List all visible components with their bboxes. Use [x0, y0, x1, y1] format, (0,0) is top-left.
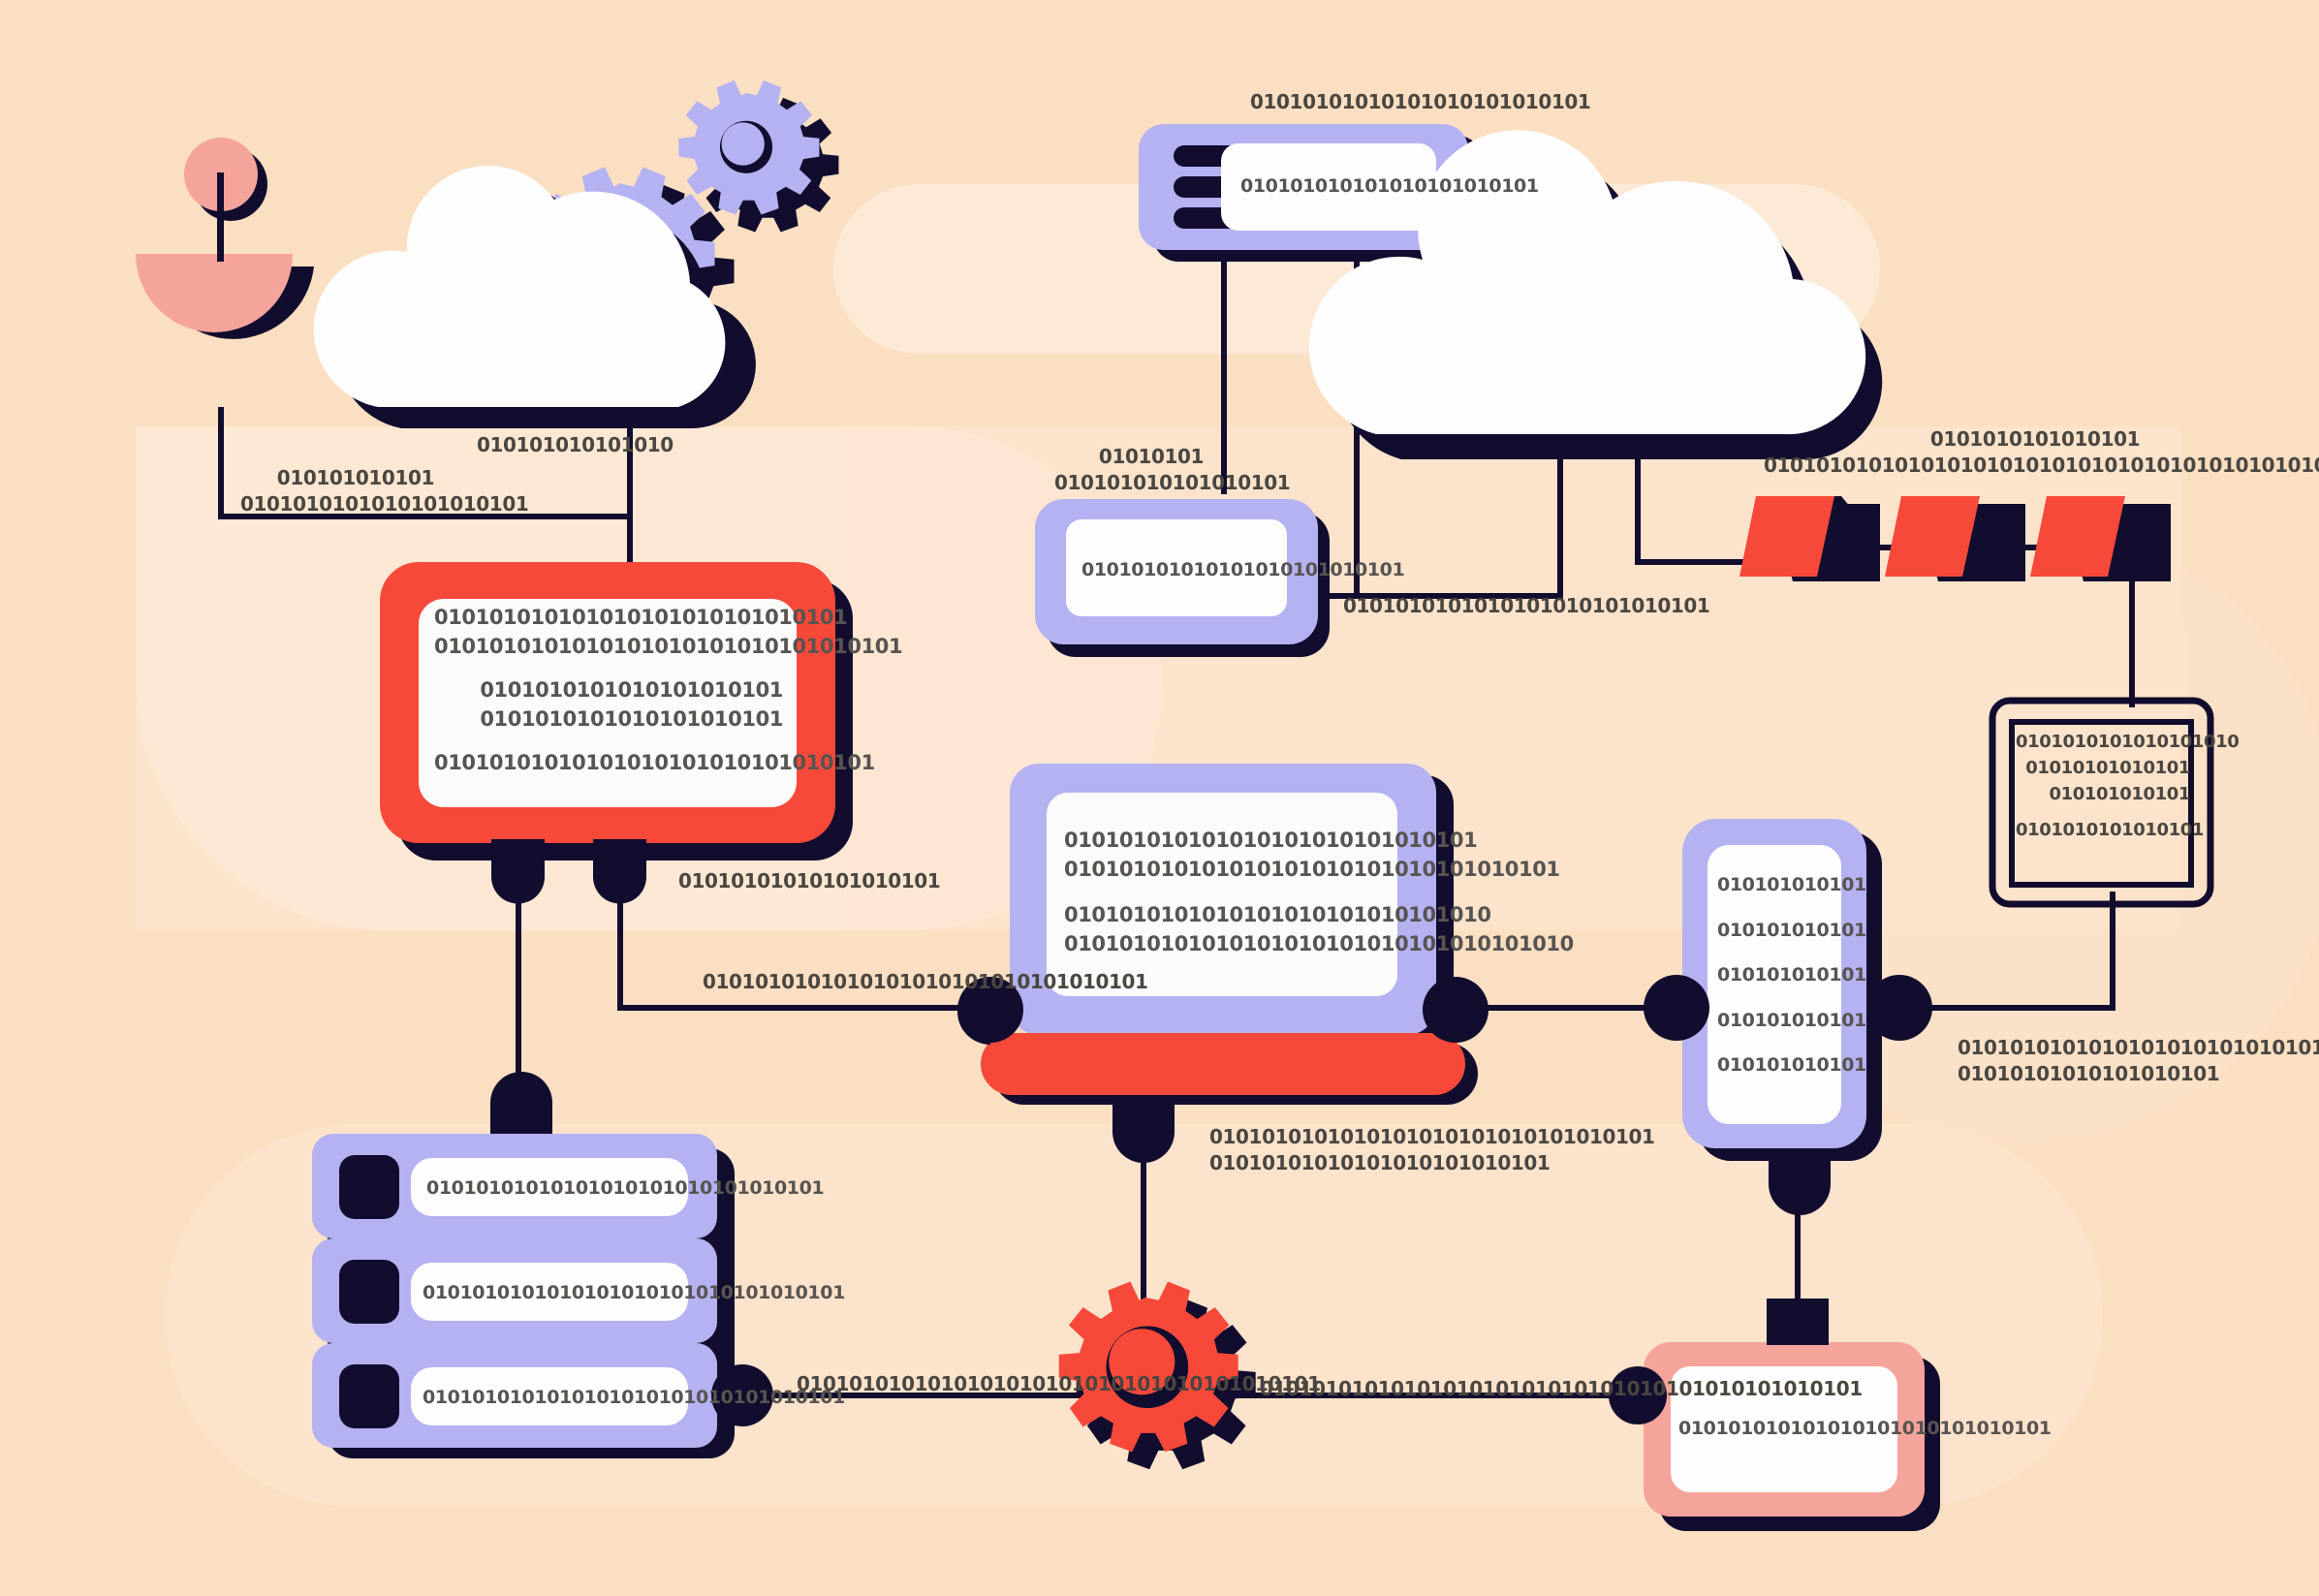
monitor-red	[380, 562, 853, 904]
gear-bottom-left-label: 0101010101010101010101010101010101010101	[797, 1372, 1321, 1395]
server-rack-bay-2: 0101010101010101010101010101010101	[423, 1282, 845, 1303]
flag-2	[1885, 496, 2025, 581]
server-top	[1139, 124, 1483, 262]
phone-right-labels: 01010101010101010101010101010 0101010101…	[1958, 1036, 2319, 1085]
gear-bottom-icon	[1058, 1281, 1256, 1470]
laptop-screen: 010101010101010101010101010101 010101010…	[1064, 829, 1574, 956]
cloud-left-icon	[313, 166, 756, 428]
monitor-red-caption: 01010101010101010101	[678, 869, 941, 892]
gear-bottom-right-label: 0101010101010101010101010101010101010101…	[1260, 1377, 1863, 1400]
server-top-caption: 01010101010101010101010101	[1250, 90, 1591, 113]
server-rack-bay-1: 01010101010101010101010101010101	[426, 1177, 825, 1199]
server-rack-bay-3: 0101010101010101010101010101010101	[423, 1387, 845, 1408]
flag-3	[2030, 496, 2171, 581]
laptop-below-labels: 0101010101010101010101010101010101 01010…	[1209, 1125, 1655, 1174]
phone-right-screen: 010101010101 010101010101 010101010101 0…	[1717, 874, 1866, 1077]
box-purple-left-display: 01010101010101010101010101	[1081, 559, 1405, 580]
box-purple-left	[1035, 499, 1330, 657]
flags-labels: 0101010101010101 01010101010101010101010…	[1764, 427, 2319, 477]
device-pink	[1609, 1299, 1940, 1531]
box-purple-left-labels: 01010101 010101010101010101	[1054, 445, 1291, 494]
monitor-red-screen: 010101010101010101010101010101 010101010…	[434, 606, 903, 774]
cloud-right-icon	[1308, 130, 1883, 460]
flag-1	[1739, 496, 1880, 581]
antenna-node	[136, 138, 314, 339]
device-pink-display: 010101010101010101010101010101	[1678, 1418, 2052, 1439]
server-rack	[312, 1072, 773, 1458]
flag-markers	[1739, 496, 2171, 581]
cloud-left-label: 010101010101010	[477, 433, 674, 456]
laptop-left-label: 0101010101010101010101010101010101	[703, 970, 1148, 993]
cloud-right-caption: 0101010101010101010101010101	[1343, 594, 1710, 617]
framed-data-box	[1989, 697, 2214, 908]
antenna-labels: 010101010101 0101010101010101010101	[240, 466, 529, 516]
server-top-display: 010101010101010101010101	[1240, 175, 1539, 197]
phone-right	[1644, 819, 1932, 1215]
laptop	[957, 764, 1489, 1163]
framed-box-lines: 0101010101010101010 01010101010101 01010…	[2016, 732, 2240, 840]
